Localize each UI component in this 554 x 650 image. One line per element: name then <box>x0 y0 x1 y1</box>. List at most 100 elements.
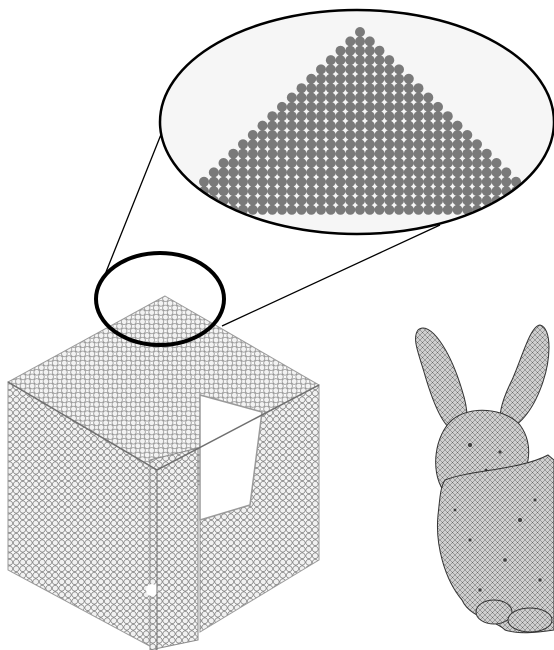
zoom-dot <box>336 74 346 84</box>
zoom-dot <box>306 205 316 215</box>
zoom-dot <box>443 149 453 159</box>
zoom-dot <box>521 186 531 196</box>
zoom-dot <box>394 64 404 74</box>
zoom-dot <box>355 93 365 103</box>
zoom-dot <box>248 196 258 206</box>
zoom-dot <box>297 177 307 187</box>
zoom-dot <box>326 93 336 103</box>
zoom-dot <box>297 149 307 159</box>
zoom-dot <box>199 177 209 187</box>
zoom-dot <box>365 74 375 84</box>
zoom-dot <box>248 205 258 215</box>
zoom-dot <box>394 111 404 121</box>
zoom-dot <box>365 205 375 215</box>
zoom-dot <box>267 205 277 215</box>
zoom-dot <box>365 196 375 206</box>
zoom-dot <box>345 130 355 140</box>
zoom-dot <box>384 93 394 103</box>
zoom-dot <box>219 186 229 196</box>
zoom-dot <box>443 158 453 168</box>
zoom-dot <box>423 102 433 112</box>
zoom-dot <box>316 74 326 84</box>
zoom-dot <box>375 139 385 149</box>
zoom-dot <box>355 186 365 196</box>
zoom-dot <box>345 167 355 177</box>
zoom-dot <box>404 102 414 112</box>
zoom-dot <box>462 158 472 168</box>
zoom-dot <box>423 205 433 215</box>
zoom-dot <box>531 196 541 206</box>
zoom-dot <box>404 205 414 215</box>
zoom-dot <box>384 83 394 93</box>
zoom-dot <box>384 111 394 121</box>
zoom-dot <box>277 130 287 140</box>
zoom-dot <box>355 64 365 74</box>
zoom-dot <box>238 177 248 187</box>
zoom-dot <box>297 186 307 196</box>
zoom-dot <box>433 130 443 140</box>
zoom-dot <box>365 139 375 149</box>
zoom-dot <box>306 102 316 112</box>
zoom-dot <box>355 55 365 65</box>
zoom-dot <box>423 186 433 196</box>
zoom-dot <box>375 167 385 177</box>
zoom-dot <box>189 205 199 215</box>
zoom-dot <box>375 158 385 168</box>
zoom-dot <box>267 158 277 168</box>
zoom-dot <box>394 130 404 140</box>
zoom-dot <box>287 93 297 103</box>
zoom-dot <box>297 205 307 215</box>
zoom-dot <box>277 177 287 187</box>
zoom-dot <box>326 177 336 187</box>
zoom-dot <box>248 177 258 187</box>
zoom-dot <box>316 205 326 215</box>
zoom-dot <box>433 167 443 177</box>
zoom-dot <box>326 64 336 74</box>
zoom-dot <box>316 177 326 187</box>
zoom-dot <box>306 121 316 131</box>
zoom-dot <box>287 186 297 196</box>
zoom-dot <box>355 121 365 131</box>
zoom-dot <box>365 111 375 121</box>
zoom-dot <box>297 111 307 121</box>
zoom-dot <box>355 205 365 215</box>
zoom-dot <box>414 158 424 168</box>
zoom-dot <box>326 102 336 112</box>
zoom-dot <box>501 205 511 215</box>
zoom-dot <box>365 55 375 65</box>
zoom-dot <box>433 158 443 168</box>
zoom-dot <box>258 196 268 206</box>
zoom-dot <box>306 83 316 93</box>
zoom-dot <box>501 177 511 187</box>
zoom-dot <box>336 102 346 112</box>
bunny-front-paw <box>476 600 512 624</box>
zoom-dot <box>336 177 346 187</box>
zoom-dot <box>316 83 326 93</box>
zoom-dot <box>394 177 404 187</box>
zoom-dot <box>423 158 433 168</box>
zoom-dot <box>316 93 326 103</box>
zoom-dot <box>219 167 229 177</box>
zoom-dot <box>355 74 365 84</box>
zoom-dot <box>297 139 307 149</box>
zoom-dot <box>238 196 248 206</box>
zoom-dot <box>453 139 463 149</box>
zoom-dot <box>287 158 297 168</box>
zoom-dot <box>355 36 365 46</box>
zoom-dot <box>248 149 258 159</box>
zoom-dot <box>345 149 355 159</box>
zoom-dot <box>384 196 394 206</box>
zoom-dot <box>248 130 258 140</box>
zoom-dot <box>248 158 258 168</box>
zoom-dot <box>316 130 326 140</box>
zoom-dot <box>414 139 424 149</box>
zoom-dot <box>462 177 472 187</box>
zoom-dot <box>365 149 375 159</box>
zoom-dot <box>423 177 433 187</box>
zoom-dot <box>326 130 336 140</box>
zoom-dot <box>453 130 463 140</box>
zoom-dot <box>414 186 424 196</box>
zoom-dot <box>345 111 355 121</box>
zoom-dot <box>345 93 355 103</box>
zoom-dot <box>170 205 180 215</box>
